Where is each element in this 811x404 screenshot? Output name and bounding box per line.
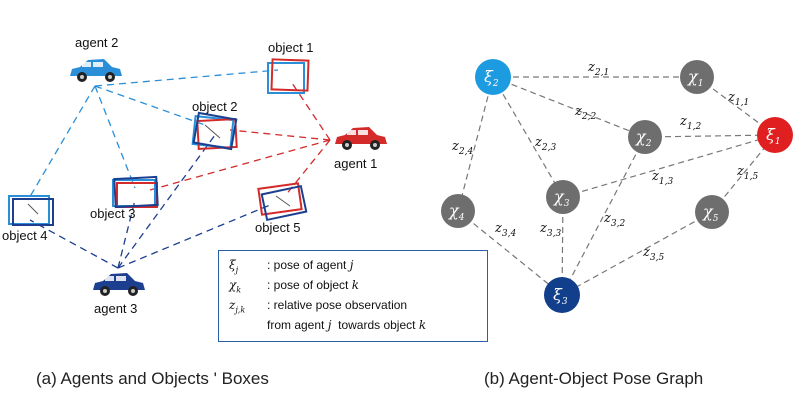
caption-b: (b) Agent-Object Pose Graph <box>484 369 703 388</box>
agent-2-label: agent 2 <box>75 35 118 50</box>
legend-row-observation: zj,k: relative pose observation <box>229 298 408 315</box>
agent-2-car <box>70 59 122 82</box>
svg-text:χ3: χ3 <box>553 187 570 209</box>
legend-row-observation-cont: from agent j towards object k <box>267 318 427 332</box>
edge-label-z34: z3,4 <box>494 221 516 239</box>
node-chi5: χ5 <box>695 195 729 229</box>
edge-label-z13: z1,3 <box>651 169 673 187</box>
object-5-label: object 5 <box>255 220 301 235</box>
edge-label-z11: z1,1 <box>727 90 749 108</box>
legend-row-object-pose: χk: pose of object k <box>229 278 360 295</box>
edge-label-z35: z3,5 <box>642 245 664 263</box>
edge-label-z32: z3,2 <box>603 211 625 229</box>
object-5-box <box>257 182 308 222</box>
edge-label-z22: z2,2 <box>574 104 596 122</box>
node-xi2: ξ2 <box>475 59 511 95</box>
object-3-label: object 3 <box>90 206 136 221</box>
agent-3-label: agent 3 <box>94 301 137 316</box>
node-chi2: χ2 <box>628 120 662 154</box>
node-xi3: ξ3 <box>544 277 580 313</box>
edge-label-z33: z3,3 <box>539 221 561 239</box>
svg-text:ξ1: ξ1 <box>766 125 781 147</box>
svg-text:χ1: χ1 <box>687 67 703 89</box>
node-chi1: χ1 <box>680 60 714 94</box>
object-4-label: object 4 <box>2 228 48 243</box>
object-4-box <box>8 195 54 226</box>
pose-graph-edges <box>457 76 776 296</box>
agent-1-label: agent 1 <box>334 156 377 171</box>
observation-lines-agent1 <box>149 79 331 197</box>
agent-3-car <box>93 273 145 296</box>
node-chi4: χ4 <box>441 194 475 228</box>
legend-row-agent-pose: ξj: pose of agent j <box>229 258 354 275</box>
object-2-label: object 2 <box>192 99 238 114</box>
observation-lines-agent2 <box>27 69 279 201</box>
object-1-box <box>267 58 310 94</box>
edge-label-z21: z2,1 <box>587 60 609 78</box>
caption-a: (a) Agents and Objects ' Boxes <box>36 369 269 388</box>
object-2-box <box>191 111 238 151</box>
node-xi1: ξ1 <box>757 117 793 153</box>
svg-text:χ2: χ2 <box>635 127 652 149</box>
object-3-box <box>112 175 159 209</box>
edge-label-z24: z2,4 <box>451 139 473 157</box>
object-1-label: object 1 <box>268 40 314 55</box>
edge-label-z23: z2,3 <box>534 135 556 153</box>
edge-label-z12: z1,2 <box>679 114 701 132</box>
legend: ξj: pose of agent j χk: pose of object k… <box>218 250 488 342</box>
svg-text:χ4: χ4 <box>448 201 465 223</box>
node-chi3: χ3 <box>546 180 580 214</box>
svg-text:χ5: χ5 <box>702 202 719 224</box>
svg-text:ξ2: ξ2 <box>484 67 499 89</box>
observation-lines-agent3 <box>29 134 271 269</box>
edge-labels: z2,1 z2,2 z2,3 z2,4 z1,1 z1,2 z1,3 z1,5 … <box>451 60 758 263</box>
svg-text:ξ3: ξ3 <box>553 285 568 307</box>
agent-1-car <box>335 127 387 150</box>
